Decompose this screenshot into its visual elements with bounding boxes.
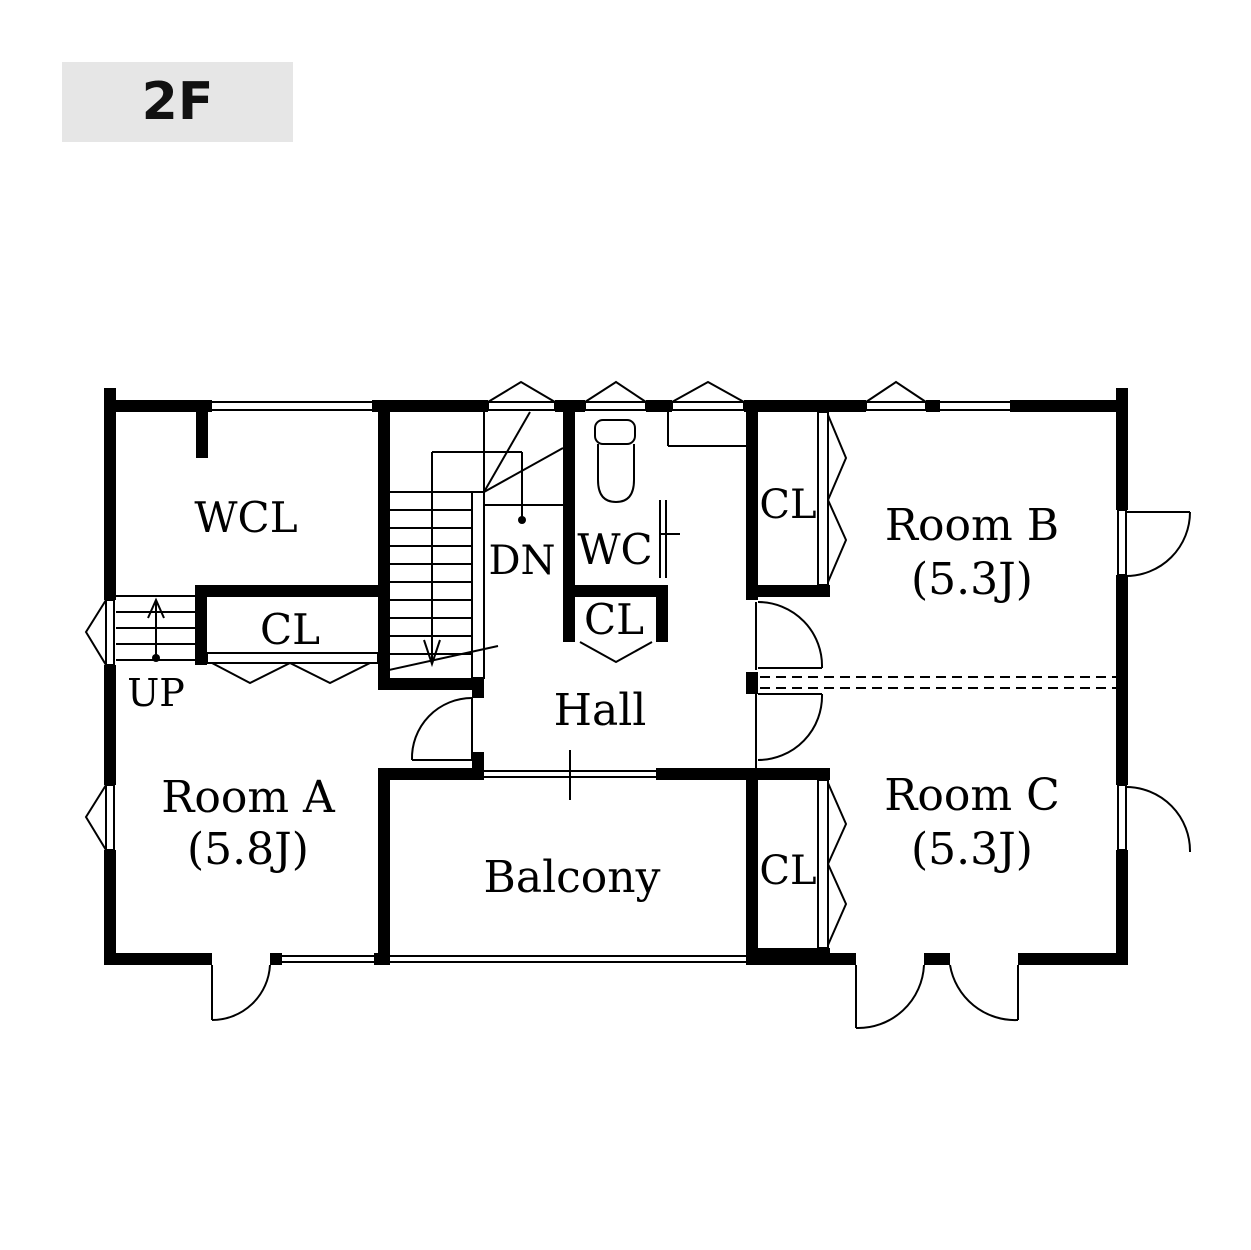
label-cl-c: CL xyxy=(759,848,816,894)
label-room-b-size: (5.3J) xyxy=(911,554,1033,605)
label-balcony: Balcony xyxy=(484,852,661,903)
label-cl-a: CL xyxy=(260,605,320,654)
exterior-doors xyxy=(211,509,1192,1030)
walls xyxy=(104,388,1128,965)
bay-windows xyxy=(84,380,927,851)
label-cl-b: CL xyxy=(759,482,816,528)
label-room-a-size: (5.8J) xyxy=(187,824,309,875)
label-dn: DN xyxy=(488,538,555,584)
label-up: UP xyxy=(127,671,185,715)
label-cl-wc: CL xyxy=(584,595,644,644)
label-wcl: WCL xyxy=(194,493,297,542)
label-hall: Hall xyxy=(554,685,647,736)
partition-dashed xyxy=(760,676,1116,689)
label-wc: WC xyxy=(577,525,652,574)
windows xyxy=(212,401,1010,963)
interior-doors xyxy=(410,601,824,800)
floor-label: 2F xyxy=(62,62,293,142)
label-room-b-name: Room B xyxy=(885,500,1059,551)
closet-doors xyxy=(206,411,848,949)
toilet-icon xyxy=(594,412,746,535)
staircase xyxy=(116,411,564,679)
label-room-c-name: Room C xyxy=(884,770,1059,821)
label-room-c-size: (5.3J) xyxy=(911,824,1033,875)
label-room-a-name: Room A xyxy=(161,772,336,823)
